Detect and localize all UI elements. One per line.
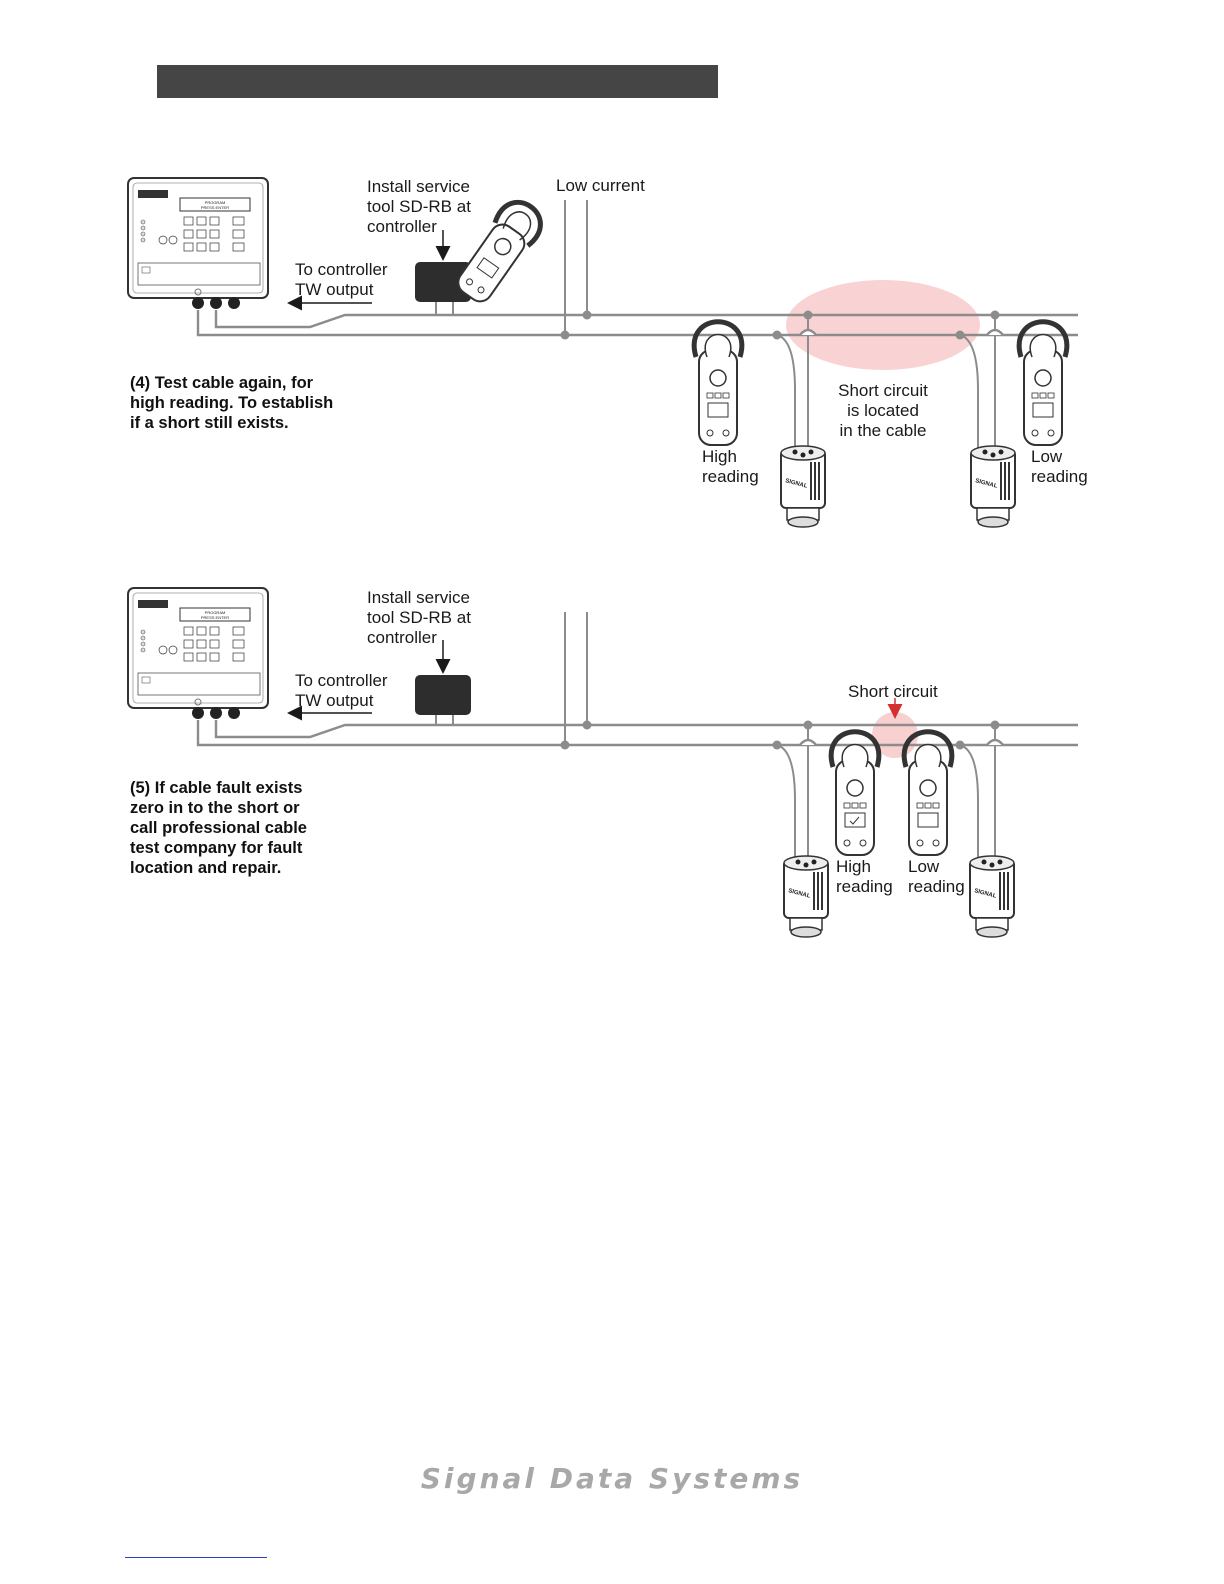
sd-rb-tool (415, 675, 471, 715)
diagram-top: PROGRAM PRESS ENTER (127, 176, 1088, 528)
controller-label-2: TW output (295, 691, 374, 710)
short-label-2: is located (847, 401, 919, 420)
clamp-meter-low (1016, 319, 1070, 446)
clamp-meter-low (901, 729, 955, 856)
low-reading-label-1: Low (1031, 447, 1063, 466)
low-reading-label-2: reading (908, 877, 965, 896)
decoder-right: SIGNAL (970, 445, 1016, 528)
low-current-label: Low current (556, 176, 645, 195)
controller-label-1: To controller (295, 671, 388, 690)
controller-unit: PROGRAM PRESS ENTER (127, 587, 269, 719)
decoder-right: SIGNAL (969, 855, 1015, 938)
high-reading-label-1: High (836, 857, 871, 876)
high-reading-label-2: reading (836, 877, 893, 896)
svg-text:SIGNAL: SIGNAL (787, 888, 811, 900)
controller-label-1: To controller (295, 260, 388, 279)
clamp-meter-low-current (457, 199, 543, 303)
svg-text:SIGNAL: SIGNAL (973, 888, 997, 900)
step-4-line-2: high reading. To establish (130, 394, 333, 412)
install-label-3: controller (367, 628, 437, 647)
section-header-bar (157, 65, 718, 98)
clamp-meter-high (691, 319, 745, 446)
step-5-line-4: test company for fault (130, 839, 303, 857)
install-label-2: tool SD-RB at (367, 608, 471, 627)
install-label-1: Install service (367, 177, 470, 196)
footer-link-underline (125, 1557, 267, 1558)
clamp-meter-high (828, 729, 882, 856)
low-reading-label-2: reading (1031, 467, 1088, 486)
footer-brand: Signal Data Systems (420, 1462, 804, 1495)
step-5-line-1: (5) If cable fault exists (130, 779, 302, 797)
step-5-line-2: zero in to the short or (130, 799, 300, 817)
short-circuit-label: Short circuit (848, 682, 938, 701)
diagram-bottom: PROGRAM PRESS ENTER (127, 587, 1078, 938)
controller-label-2: TW output (295, 280, 374, 299)
svg-text:PROGRAM: PROGRAM (205, 200, 226, 205)
svg-text:SIGNAL: SIGNAL (974, 478, 998, 490)
decoder-left: SIGNAL (780, 445, 826, 528)
short-label-1: Short circuit (838, 381, 928, 400)
sd-rb-tool (415, 262, 471, 302)
step-5-line-3: call professional cable (130, 819, 307, 837)
decoder-left: SIGNAL (783, 855, 829, 938)
short-label-3: in the cable (840, 421, 927, 440)
low-reading-label-1: Low (908, 857, 940, 876)
svg-text:PROGRAM: PROGRAM (205, 610, 226, 615)
install-label-2: tool SD-RB at (367, 197, 471, 216)
svg-text:PRESS ENTER: PRESS ENTER (201, 615, 229, 620)
install-label-3: controller (367, 217, 437, 236)
controller-unit: PROGRAM PRESS ENTER (127, 177, 269, 309)
high-reading-label-2: reading (702, 467, 759, 486)
step-4-line-3: if a short still exists. (130, 414, 289, 432)
step-4-line-1: (4) Test cable again, for (130, 374, 314, 392)
step-5-line-5: location and repair. (130, 859, 281, 877)
svg-text:SIGNAL: SIGNAL (784, 478, 808, 490)
svg-text:PRESS ENTER: PRESS ENTER (201, 205, 229, 210)
short-highlight (786, 280, 980, 370)
install-label-1: Install service (367, 588, 470, 607)
high-reading-label-1: High (702, 447, 737, 466)
